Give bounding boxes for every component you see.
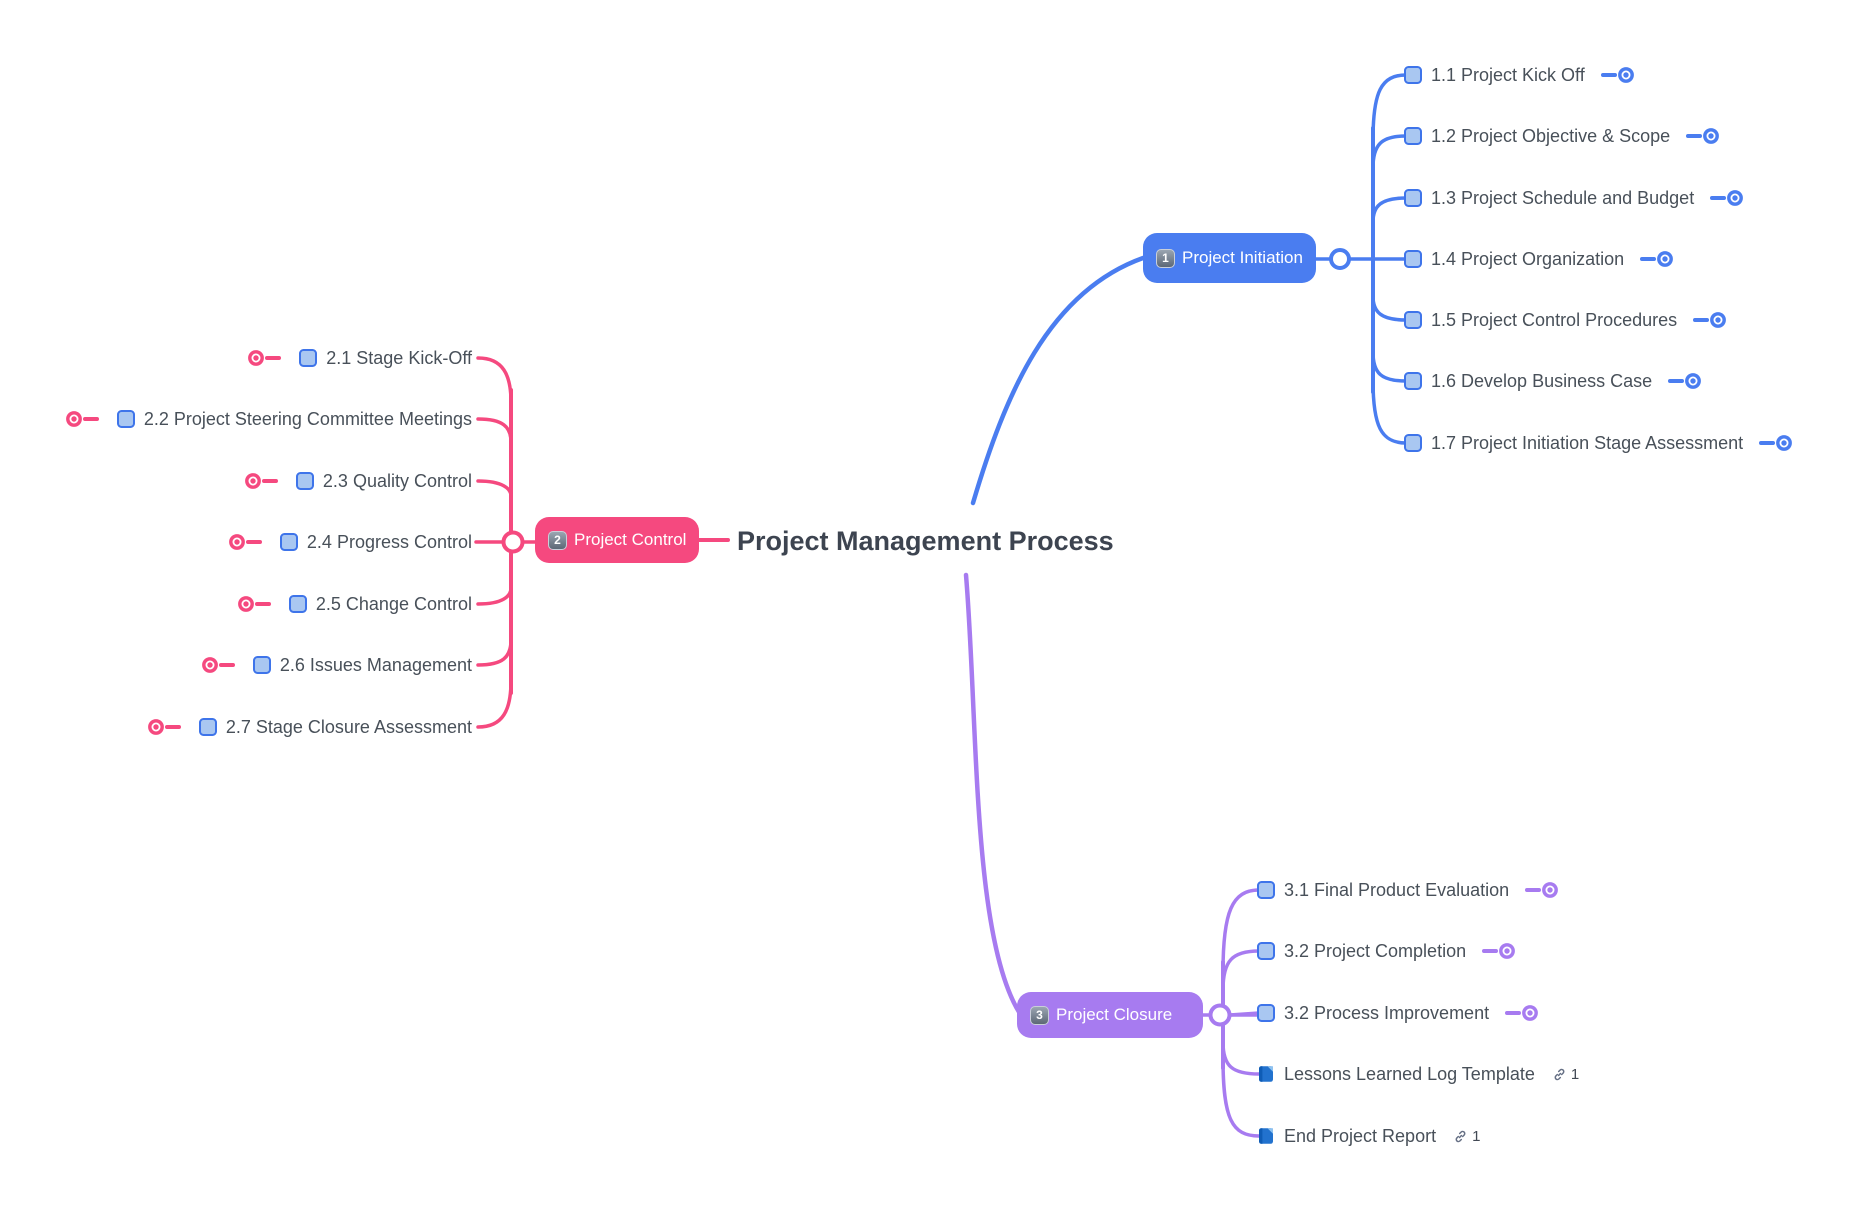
checkbox-icon[interactable] — [1257, 1004, 1275, 1022]
topic-link-icon[interactable] — [1481, 942, 1517, 960]
topic-link-icon[interactable] — [1524, 881, 1560, 899]
checkbox-icon[interactable] — [1257, 942, 1275, 960]
list-item[interactable]: 1.5 Project Control Procedures — [1404, 305, 1728, 335]
checkbox-icon[interactable] — [1404, 372, 1422, 390]
checkbox-icon[interactable] — [1404, 127, 1422, 145]
list-item[interactable]: 2.5 Change Control — [236, 589, 472, 619]
item-label: 2.5 Change Control — [315, 593, 472, 614]
checkbox-icon[interactable] — [1404, 189, 1422, 207]
item-label: 1.7 Project Initiation Stage Assessment — [1431, 432, 1744, 453]
topic-link-icon[interactable] — [236, 595, 272, 613]
priority-badge-icon: 1 — [1156, 248, 1175, 268]
topic-link-icon[interactable] — [200, 656, 236, 674]
topic-link-icon[interactable] — [246, 349, 282, 367]
hyperlink-icon — [1554, 1068, 1565, 1080]
item-label: 3.2 Project Completion — [1284, 940, 1467, 961]
topic-link-icon[interactable] — [1692, 311, 1728, 329]
branch-label: Project Closure — [1056, 1005, 1173, 1024]
checkbox-icon[interactable] — [1404, 434, 1422, 452]
hyperlink-badge[interactable]: 1 — [1453, 1128, 1480, 1145]
list-item[interactable]: 2.6 Issues Management — [200, 650, 472, 680]
list-item[interactable]: 3.2 Project Completion — [1257, 936, 1517, 966]
hyperlink-count: 1 — [1570, 1065, 1580, 1083]
checkbox-icon[interactable] — [198, 718, 217, 736]
topic-link-icon[interactable] — [146, 718, 182, 736]
list-item[interactable]: 2.2 Project Steering Committee Meetings — [64, 404, 472, 434]
connector-group-initiation — [970, 73, 1408, 506]
topic-link-icon[interactable] — [1685, 127, 1721, 145]
list-item[interactable]: 1.7 Project Initiation Stage Assessment — [1404, 428, 1794, 458]
branch-collapse-handle[interactable] — [1208, 1003, 1232, 1027]
list-item[interactable]: 1.4 Project Organization — [1404, 244, 1675, 274]
item-label: Lessons Learned Log Template — [1284, 1063, 1535, 1084]
checkbox-icon[interactable] — [295, 472, 314, 490]
item-label: 1.1 Project Kick Off — [1431, 64, 1585, 85]
hyperlink-badge[interactable]: 1 — [1552, 1066, 1579, 1083]
topic-link-icon[interactable] — [1639, 250, 1675, 268]
list-item[interactable]: End Project Report 1 — [1257, 1121, 1480, 1151]
hyperlink-count: 1 — [1472, 1127, 1481, 1145]
item-label: 1.2 Project Objective & Scope — [1431, 125, 1671, 146]
item-label: 2.1 Stage Kick-Off — [326, 347, 472, 368]
item-label: 2.4 Progress Control — [306, 531, 472, 552]
checkbox-icon[interactable] — [299, 349, 318, 367]
checkbox-icon[interactable] — [116, 410, 135, 428]
branch-collapse-handle[interactable] — [1329, 248, 1351, 270]
list-item[interactable]: 1.1 Project Kick Off — [1404, 60, 1636, 90]
list-item[interactable]: 1.2 Project Objective & Scope — [1404, 121, 1721, 151]
list-item[interactable]: Lessons Learned Log Template 1 — [1257, 1059, 1579, 1089]
branch-label: Project Control — [574, 530, 687, 549]
topic-link-icon[interactable] — [1667, 372, 1703, 390]
checkbox-icon[interactable] — [1404, 311, 1422, 329]
branch-node-project-closure[interactable]: 3 Project Closure — [1017, 992, 1203, 1038]
item-label: 1.3 Project Schedule and Budget — [1431, 187, 1695, 208]
checkbox-icon[interactable] — [279, 533, 298, 551]
list-item[interactable]: 3.1 Final Product Evaluation — [1257, 875, 1560, 905]
item-label: 2.2 Project Steering Committee Meetings — [143, 408, 472, 429]
connector-group-closure — [963, 572, 1261, 1138]
book-icon — [1259, 1066, 1273, 1082]
topic-link-icon[interactable] — [243, 472, 279, 490]
priority-badge-icon: 3 — [1030, 1005, 1049, 1025]
list-item[interactable]: 2.7 Stage Closure Assessment — [146, 712, 472, 742]
checkbox-icon[interactable] — [1404, 66, 1422, 84]
list-item[interactable]: 1.3 Project Schedule and Budget — [1404, 183, 1745, 213]
topic-link-icon[interactable] — [1600, 66, 1636, 84]
topic-link-icon[interactable] — [64, 410, 100, 428]
item-label: 2.7 Stage Closure Assessment — [225, 716, 472, 737]
item-label: 1.6 Develop Business Case — [1431, 370, 1653, 391]
topic-link-icon[interactable] — [1758, 434, 1794, 452]
book-icon — [1259, 1128, 1273, 1144]
hyperlink-icon — [1455, 1130, 1466, 1142]
list-item[interactable]: 2.3 Quality Control — [243, 466, 472, 496]
branch-label: Project Initiation — [1182, 248, 1303, 267]
priority-badge-icon: 2 — [548, 530, 567, 550]
checkbox-icon[interactable] — [288, 595, 307, 613]
item-label: End Project Report — [1284, 1125, 1437, 1146]
item-label: 1.5 Project Control Procedures — [1431, 309, 1678, 330]
central-topic[interactable]: Project Management Process — [737, 526, 1114, 556]
topic-link-icon[interactable] — [1504, 1004, 1540, 1022]
item-label: 1.4 Project Organization — [1431, 248, 1625, 269]
list-item[interactable]: 2.1 Stage Kick-Off — [246, 343, 472, 373]
item-label: 3.2 Process Improvement — [1284, 1002, 1490, 1023]
checkbox-icon[interactable] — [252, 656, 271, 674]
list-item[interactable]: 3.2 Process Improvement — [1257, 998, 1540, 1028]
item-label: 2.3 Quality Control — [322, 470, 472, 491]
checkbox-icon[interactable] — [1404, 250, 1422, 268]
topic-link-icon[interactable] — [1709, 189, 1745, 207]
branch-node-project-control[interactable]: 2 Project Control — [535, 517, 700, 563]
topic-link-icon[interactable] — [227, 533, 263, 551]
list-item[interactable]: 1.6 Develop Business Case — [1404, 366, 1703, 396]
branch-node-project-initiation[interactable]: 1 Project Initiation — [1143, 233, 1316, 283]
item-label: 3.1 Final Product Evaluation — [1284, 879, 1510, 900]
branch-collapse-handle[interactable] — [501, 530, 525, 554]
checkbox-icon[interactable] — [1257, 881, 1275, 899]
item-label: 2.6 Issues Management — [279, 654, 472, 675]
list-item[interactable]: 2.4 Progress Control — [227, 527, 472, 557]
